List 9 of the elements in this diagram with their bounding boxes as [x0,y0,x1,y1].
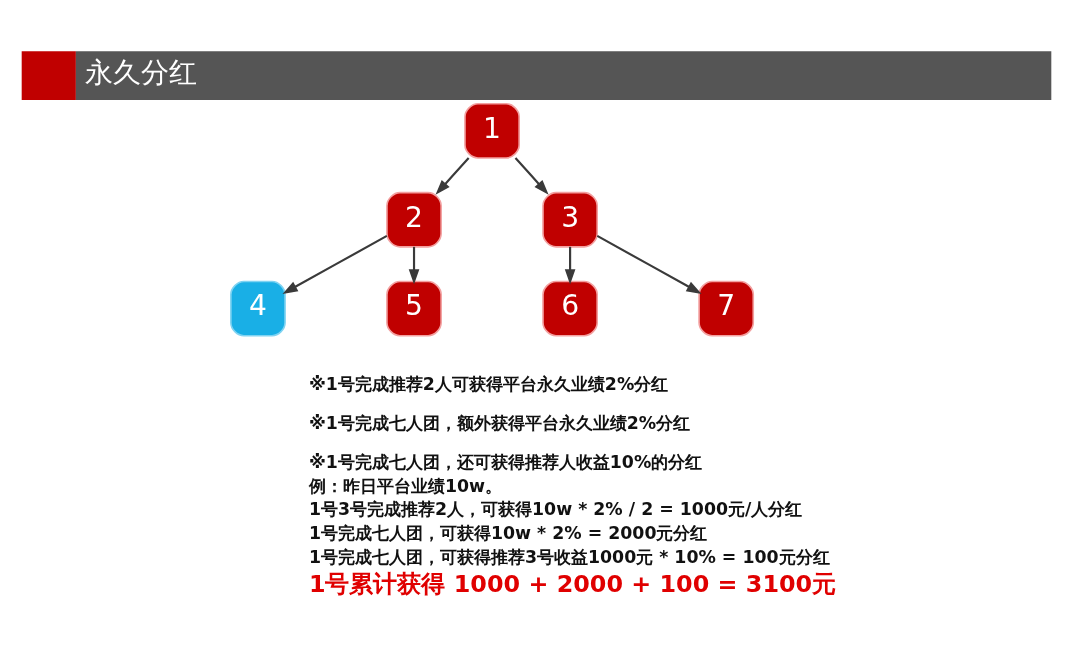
label: 例：昨日平台业绩10w。 [308,475,503,496]
label: 1号累计获得 1000 + 2000 + 100 = 3100元 [308,569,837,598]
label: ※1号完成推荐2人可获得平台永久业绩2%分红 [308,373,669,394]
diagram-title: 永久分红 [84,55,197,89]
label: 1号完成七人团，可获得10w * 2% = 2000元分红 [308,522,708,543]
label: 1号3号完成推荐2人，可获得10w * 2% / 2 = 1000元/人分红 [308,498,803,519]
label: 1号完成七人团，可获得推荐3号收益1000元 * 10% = 100元分红 [308,546,830,567]
label: ※1号完成七人团，还可获得推荐人收益10%的分红 [308,451,703,472]
label: ※1号完成七人团，额外获得平台永久业绩2%分红 [308,412,691,433]
